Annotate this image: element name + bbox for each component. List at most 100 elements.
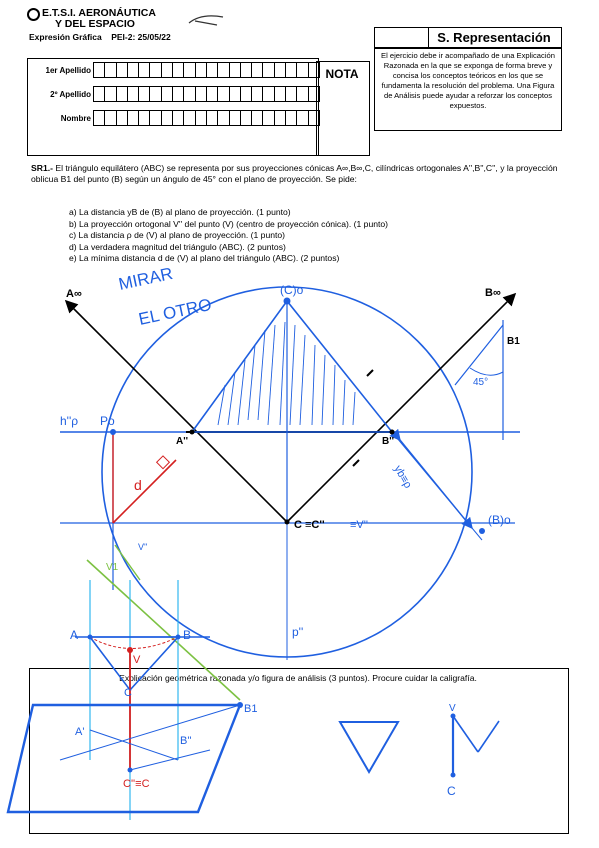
- d-segment: [112, 459, 177, 524]
- b-inf-axis: [286, 292, 517, 523]
- exam-subtitle: Expresión Gráfica PEI-2: 25/05/22: [29, 32, 171, 42]
- label-b0: (B)o: [488, 513, 511, 527]
- label-c-eq: C ≡C'': [294, 519, 325, 531]
- c-point: [284, 519, 290, 525]
- section-number-box: [374, 27, 429, 49]
- label-v1: V1: [106, 562, 119, 573]
- school-line1: E.T.S.I. AERONÁUTICA: [42, 7, 156, 19]
- surname1-row[interactable]: 1er Apellido: [28, 62, 320, 78]
- projection-plane: [6, 703, 242, 814]
- grade-box: [316, 61, 370, 156]
- name-fields-frame: [27, 58, 319, 156]
- b1-low-point: [237, 702, 243, 708]
- label-v-small: V: [449, 703, 456, 714]
- green-line: [86, 559, 241, 701]
- sketch-diag1: [452, 715, 479, 753]
- b1-angle-line: [454, 324, 504, 386]
- item-a: a) La distancia yB de (B) al plano de pr…: [69, 207, 291, 217]
- surname2-label: 2º Apellido: [50, 89, 91, 99]
- label-v-low: V: [133, 654, 141, 666]
- label-d: d: [134, 477, 142, 493]
- item-c: c) La distancia ρ de (V) al plano de pro…: [69, 230, 286, 240]
- label-b-pers: B'': [180, 735, 192, 747]
- section-title: S. Representación: [437, 30, 551, 45]
- name-label: Nombre: [60, 113, 91, 123]
- name-row[interactable]: Nombre: [28, 110, 320, 126]
- b2-point: [389, 429, 395, 435]
- section-title-box: [428, 27, 562, 49]
- label-p0: Po: [100, 414, 115, 428]
- red-dashed-arc: [89, 636, 179, 649]
- a2-point: [189, 429, 195, 435]
- tick-mark-1: [366, 369, 374, 377]
- problem-statement: SR1.- El triángulo equilátero (ABC) se r…: [31, 163, 571, 185]
- small-triangle: [88, 636, 180, 692]
- sketch-c-point: [450, 772, 456, 778]
- plane-line2: [89, 729, 179, 761]
- airplane-logo-icon: [187, 11, 227, 29]
- problem-text: El triángulo equilátero (ABC) se represe…: [31, 163, 558, 184]
- subject: Expresión Gráfica: [29, 32, 102, 42]
- label-a2: A'': [176, 436, 188, 447]
- surname2-row[interactable]: 2º Apellido: [28, 86, 320, 102]
- instructions-text: El ejercicio debe ir acompañado de una E…: [381, 51, 555, 110]
- c-low-point: [127, 767, 133, 773]
- sketch-diag2: [477, 720, 500, 753]
- b0-line: [391, 431, 483, 541]
- a-inf-axis: [64, 299, 288, 523]
- label-b1: B1: [507, 336, 520, 347]
- analysis-figure: [6, 544, 243, 820]
- label-b-inf: B∞: [485, 287, 501, 299]
- label-b-low: B: [183, 628, 191, 642]
- right-angle-mark: [155, 455, 171, 470]
- label-yb: yb≡ρ: [391, 464, 414, 491]
- b-low-point: [175, 634, 181, 640]
- label-v2-hand: ≡V'': [350, 519, 368, 531]
- c0-point: [283, 297, 291, 305]
- plane-line3: [129, 749, 211, 771]
- label-a-pers: A': [75, 726, 84, 738]
- angle-arc: [469, 367, 504, 376]
- b0-point: [479, 528, 485, 534]
- surname1-field[interactable]: [93, 62, 320, 78]
- item-d: d) La verdadera magnitud del triángulo (…: [69, 241, 286, 252]
- label-b1-low: B1: [244, 703, 257, 715]
- school-logo-icon: [27, 8, 40, 21]
- p0-point: [110, 429, 116, 435]
- answer-prompt: Explicación geométrica razonada y/o figu…: [119, 673, 477, 683]
- label-b2: B'': [382, 436, 394, 447]
- item-e: e) La mínima distancia d de (V) al plano…: [69, 253, 340, 263]
- true-triangle: [190, 299, 394, 433]
- label-v2-arrow: V'': [138, 542, 148, 552]
- label-c-pers: C''≡C: [123, 778, 150, 790]
- tick-mark-2: [352, 459, 360, 467]
- sketch-v-point: [450, 713, 456, 719]
- label-a-inf: A∞: [66, 288, 82, 300]
- school-name: E.T.S.I. AERONÁUTICA Y DEL ESPACIO: [42, 8, 156, 30]
- surname2-field[interactable]: [93, 86, 320, 102]
- v-point: [127, 647, 133, 653]
- instructions-box: [374, 47, 562, 131]
- label-a-low: A: [70, 628, 78, 642]
- label-c0: (C)o: [280, 283, 304, 297]
- plane-line1: [59, 704, 241, 761]
- green-arrow: [114, 544, 141, 581]
- item-b: b) La proyección ortogonal V'' del punto…: [69, 218, 389, 229]
- surname1-label: 1er Apellido: [45, 65, 92, 75]
- grade-label: NOTA: [325, 67, 359, 81]
- school-line2: Y DEL ESPACIO: [55, 18, 135, 30]
- label-angle: 45°: [473, 377, 488, 388]
- label-p2: p'': [292, 625, 303, 639]
- label-c-low: C: [124, 687, 132, 699]
- problem-items: a) La distancia yB de (B) al plano de pr…: [69, 207, 388, 265]
- answer-box: [29, 668, 569, 834]
- label-h-rho: h''ρ: [60, 414, 78, 428]
- label-c-small: C: [447, 784, 456, 798]
- problem-code: SR1.-: [31, 163, 53, 173]
- label-mirar: MIRAR: [117, 264, 175, 294]
- name-field[interactable]: [93, 110, 320, 126]
- triangle-hatch: [217, 321, 356, 426]
- a-low-point: [87, 634, 93, 640]
- exam-date: PEI-2: 25/05/22: [111, 32, 171, 42]
